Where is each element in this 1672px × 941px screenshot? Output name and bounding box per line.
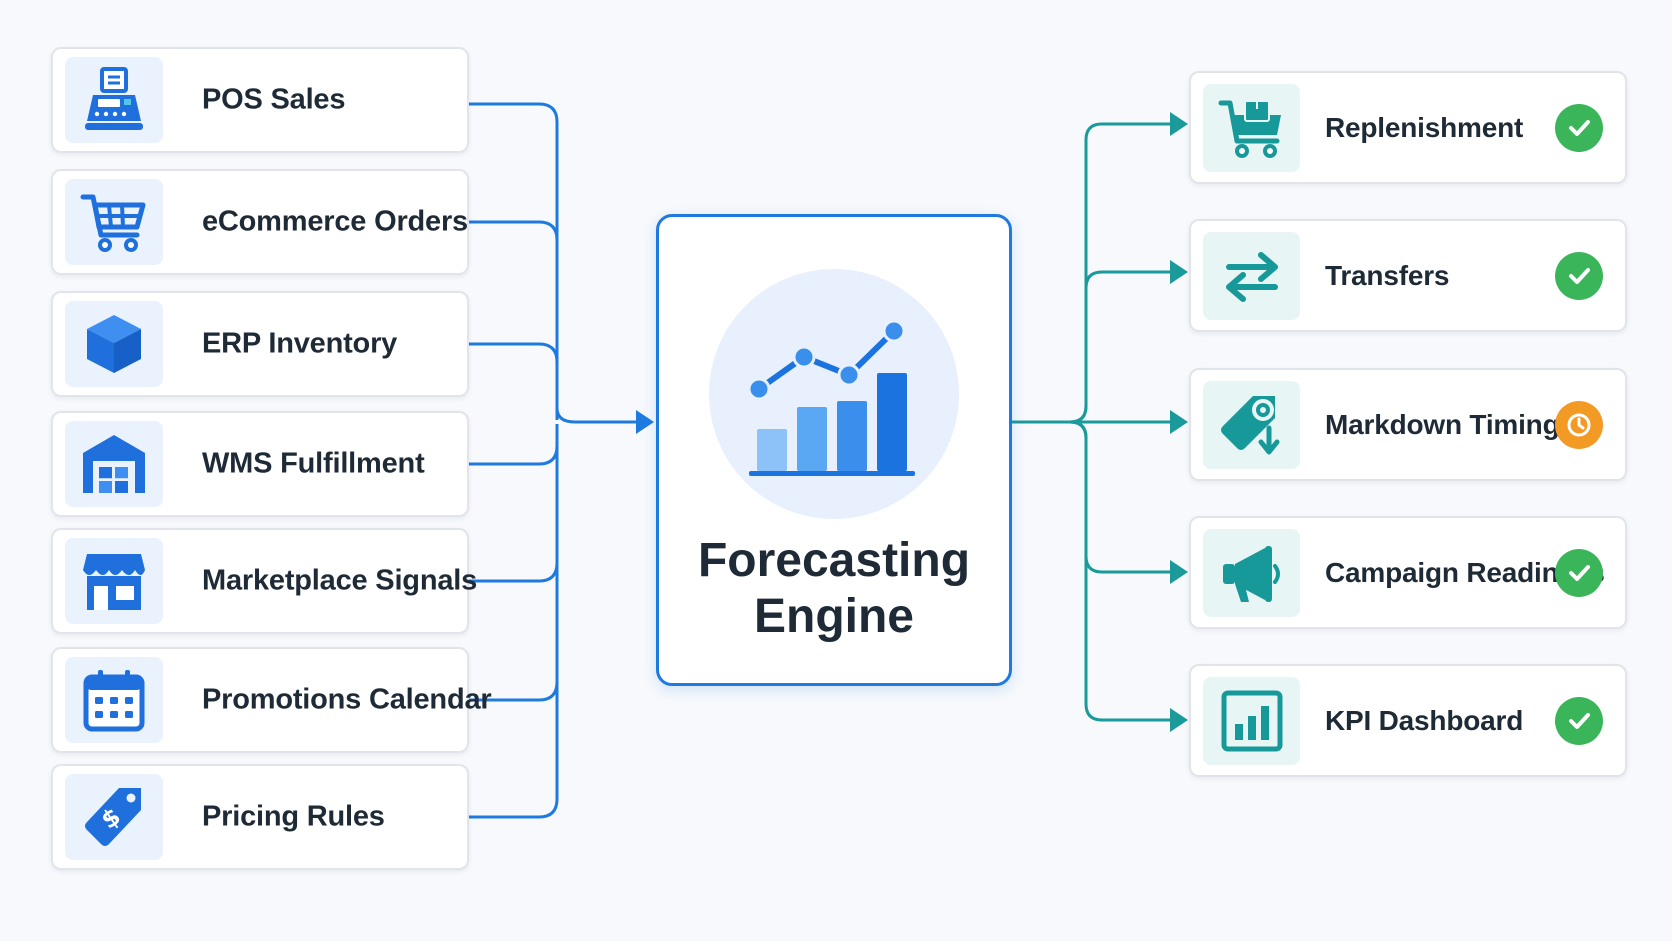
storefront-icon	[65, 538, 163, 624]
shopping-cart-icon	[65, 179, 163, 265]
source-label: ERP Inventory	[202, 327, 398, 360]
source-label: eCommerce Orders	[202, 205, 468, 238]
connector-merge	[555, 407, 636, 424]
source-label: Promotions Calendar	[202, 683, 492, 716]
status-pending-clock-icon	[1555, 400, 1603, 449]
output-label: Replenishment	[1325, 111, 1524, 143]
arrowhead-transfers	[1170, 260, 1188, 284]
output-card-transfers[interactable]: Transfers	[1189, 219, 1627, 332]
source-card-pos-sales[interactable]: POS Sales	[51, 47, 469, 153]
source-label: POS Sales	[202, 83, 346, 116]
calendar-icon	[65, 657, 163, 743]
output-card-markdown-timing[interactable]: Markdown Timing	[1189, 368, 1627, 481]
growth-chart-icon	[709, 269, 959, 519]
source-label: Pricing Rules	[202, 800, 385, 833]
source-card-ecommerce-orders[interactable]: eCommerce Orders	[51, 169, 469, 275]
warehouse-icon	[65, 421, 163, 507]
bar-chart-icon	[1203, 676, 1300, 765]
source-card-marketplace-signals[interactable]: Marketplace Signals	[51, 528, 477, 634]
source-card-promotions-calendar[interactable]: Promotions Calendar	[51, 647, 492, 753]
connector-pricing-rules	[469, 424, 559, 819]
output-card-campaign-readiness[interactable]: Campaign Readiness	[1189, 516, 1627, 629]
connector-kpi-dashboard	[1069, 420, 1170, 722]
engine-title: Forecasting Engine	[659, 533, 1009, 645]
transfer-arrows-icon	[1203, 231, 1300, 320]
connector-ecommerce-orders	[469, 220, 559, 420]
output-card-kpi-dashboard[interactable]: KPI Dashboard	[1189, 664, 1627, 777]
source-card-pricing-rules[interactable]: $ Pricing Rules	[51, 764, 469, 870]
output-label: KPI Dashboard	[1325, 704, 1524, 736]
output-label: Markdown Timing	[1325, 408, 1560, 440]
arrowhead-replenishment	[1170, 112, 1188, 136]
pos-terminal-icon	[65, 57, 163, 143]
engine-title-line2: Engine	[753, 590, 914, 643]
output-label: Transfers	[1325, 259, 1450, 291]
connector-wms-fulfillment	[469, 424, 559, 466]
price-tag-icon: $	[65, 774, 163, 860]
status-complete-icon	[1555, 251, 1603, 300]
output-card-replenishment[interactable]: Replenishment	[1189, 71, 1627, 184]
source-card-erp-inventory[interactable]: ERP Inventory	[51, 291, 469, 397]
cart-with-box-icon	[1203, 83, 1300, 172]
box-icon	[65, 301, 163, 387]
status-complete-icon	[1555, 548, 1603, 597]
arrowhead-markdown-timing	[1170, 410, 1188, 434]
status-complete-icon	[1555, 696, 1603, 745]
markdown-tag-icon	[1203, 380, 1300, 469]
engine-title-line1: Forecasting	[697, 534, 971, 587]
arrowhead-campaign-readiness	[1170, 560, 1188, 584]
connector-erp-inventory	[469, 342, 559, 420]
source-label: Marketplace Signals	[202, 564, 478, 597]
connector-transfers	[1069, 270, 1170, 424]
connector-pos-sales	[469, 102, 559, 420]
connector-marketplace-signals	[469, 424, 559, 583]
source-card-wms-fulfillment[interactable]: WMS Fulfillment	[51, 411, 469, 517]
arrowhead-kpi-dashboard	[1170, 708, 1188, 732]
source-label: WMS Fulfillment	[202, 447, 425, 480]
arrowhead-engine-input	[636, 410, 654, 434]
forecasting-engine-node[interactable]: Forecasting Engine	[656, 214, 1012, 686]
megaphone-icon	[1203, 528, 1300, 617]
status-complete-icon	[1555, 103, 1603, 152]
